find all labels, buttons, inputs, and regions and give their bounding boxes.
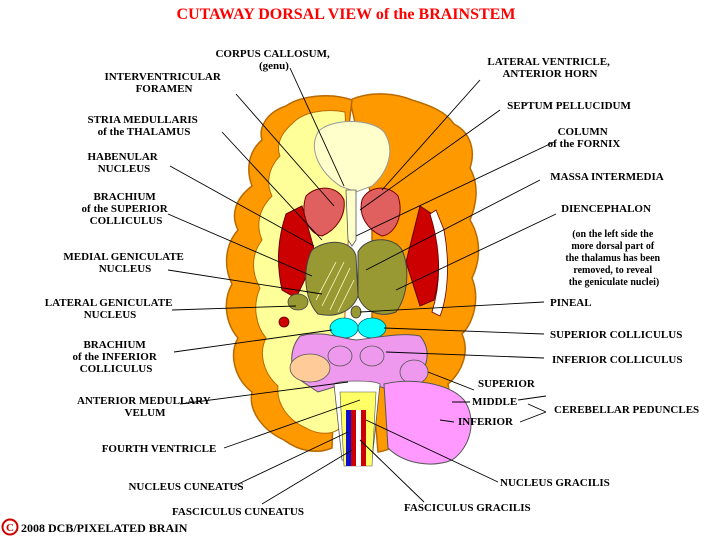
- label-corpus-callosum: CORPUS CALLOSUM, (genu): [215, 48, 332, 72]
- label-septum-pellucidum: SEPTUM PELLUCIDUM: [507, 100, 631, 112]
- leader-lines: [167, 67, 557, 505]
- label-brachium-inferior: BRACHIUM of the INFERIOR COLLICULUS: [72, 339, 159, 375]
- copyright: C 2008 DCB/PIXELATED BRAIN: [1, 518, 188, 536]
- brain-illustration: [225, 93, 480, 467]
- diagram-title: CUTAWAY DORSAL VIEW of the BRAINSTEM: [177, 6, 516, 23]
- right-caudate: [360, 187, 401, 237]
- left-inferior-colliculus: [327, 345, 353, 367]
- label-nucleus-gracilis: NUCLEUS GRACILIS: [500, 477, 610, 489]
- label-nucleus-cuneatus: NUCLEUS CUNEATUS: [128, 481, 243, 493]
- right-superior-colliculus: [357, 317, 387, 339]
- left-labels: CORPUS CALLOSUM, (genu) INTERVENTRICULAR…: [45, 48, 332, 518]
- label-habenular-nucleus: HABENULAR NUCLEUS: [87, 151, 160, 175]
- label-fasciculus-cuneatus: FASCICULUS CUNEATUS: [172, 506, 304, 518]
- label-diencephalon: DIENCEPHALON: [561, 203, 651, 215]
- label-cerebellar-peduncles: CEREBELLAR PEDUNCLES: [554, 404, 699, 416]
- label-superior-peduncle: SUPERIOR: [478, 378, 536, 390]
- label-column-fornix: COLUMN of the FORNIX: [548, 126, 621, 150]
- right-peduncle-oval: [399, 359, 429, 385]
- fasciculus-gracilis-right: [361, 410, 366, 466]
- label-stria-medullaris: STRIA MEDULLARIS of the THALAMUS: [87, 114, 200, 138]
- copyright-circle: [1, 518, 19, 536]
- label-lateral-geniculate: LATERAL GENICULATE NUCLEUS: [45, 297, 175, 321]
- label-diencephalon-note: (on the left side the more dorsal part o…: [565, 229, 662, 288]
- label-fasciculus-gracilis: FASCICULUS GRACILIS: [404, 502, 531, 514]
- corpus-callosum-genu: [313, 121, 391, 193]
- label-inferior-colliculus: INFERIOR COLLICULUS: [552, 354, 683, 366]
- label-superior-colliculus: SUPERIOR COLLICULUS: [550, 329, 682, 341]
- fasciculus-gracilis-left: [351, 410, 356, 466]
- label-medial-geniculate: MEDIAL GENICULATE NUCLEUS: [63, 251, 186, 275]
- label-fourth-ventricle: FOURTH VENTRICLE: [102, 443, 217, 455]
- copyright-symbol: C: [6, 522, 14, 534]
- label-middle-peduncle: MIDDLE: [472, 396, 517, 408]
- left-thalamus: [305, 241, 359, 316]
- septum-pellucidum-shape: [345, 189, 357, 247]
- right-claustrum: [429, 209, 448, 317]
- right-cerebellum: [383, 380, 472, 465]
- label-pineal: PINEAL: [550, 297, 592, 309]
- lateral-geniculate-shape: [287, 293, 309, 311]
- label-anterior-medullary-velum: ANTERIOR MEDULLARY VELUM: [77, 395, 213, 419]
- left-superior-colliculus: [329, 317, 359, 339]
- label-lateral-ventricle: LATERAL VENTRICLE, ANTERIOR HORN: [487, 56, 612, 80]
- right-thalamus: [357, 239, 408, 315]
- right-inferior-colliculus: [359, 345, 385, 367]
- right-labels: LATERAL VENTRICLE, ANTERIOR HORN SEPTUM …: [404, 56, 699, 514]
- label-massa-intermedia: MASSA INTERMEDIA: [550, 171, 663, 183]
- label-brachium-superior: BRACHIUM of the SUPERIOR COLLICULUS: [82, 191, 171, 227]
- label-inferior-peduncle: INFERIOR: [458, 416, 514, 428]
- small-red-dot: [278, 316, 290, 328]
- label-interventricular-foramen: INTERVENTRICULAR FORAMEN: [104, 71, 223, 95]
- left-cerebellum-section: [289, 353, 331, 383]
- copyright-text: 2008 DCB/PIXELATED BRAIN: [21, 521, 188, 535]
- midline-gap: [356, 410, 361, 466]
- fasciculus-cuneatus-left: [346, 410, 351, 466]
- pineal-shape: [350, 305, 362, 319]
